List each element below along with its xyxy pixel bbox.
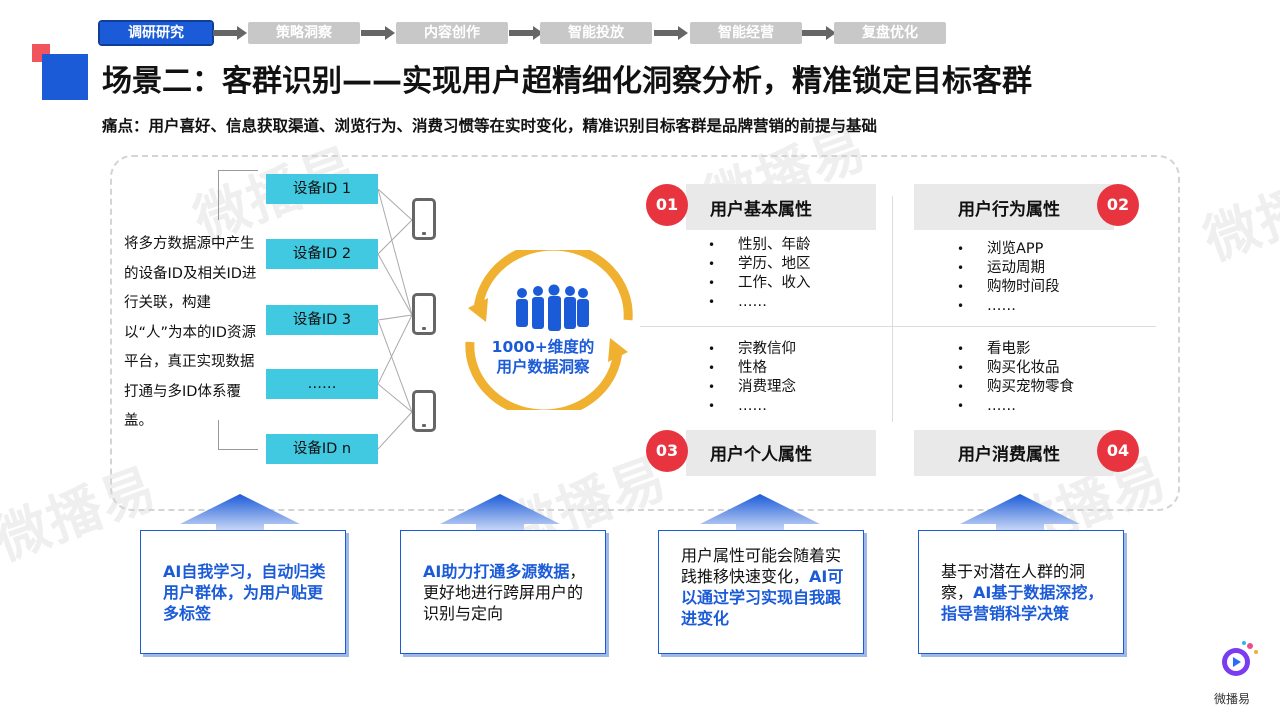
list-item: 看电影	[957, 340, 1074, 359]
up-arrow-icon	[700, 494, 820, 542]
user-group-icon	[516, 284, 589, 331]
center-label: 1000+维度的 用户数据洞察	[468, 337, 618, 377]
device-link-lines	[378, 188, 413, 450]
list-item: ……	[957, 397, 1074, 416]
quadrant-list: 浏览APP 运动周期 购物时间段 ……	[957, 240, 1060, 316]
quadrant-number-badge: 02	[1097, 184, 1139, 226]
list-item: 购买宠物零食	[957, 378, 1074, 397]
list-item: ……	[708, 293, 811, 312]
insight-card: 用户属性可能会随着实践推移快速变化，AI可以通过学习实现自我跟进变化	[658, 530, 864, 654]
quadrant-number-badge: 01	[646, 184, 688, 226]
card-highlight: AI基于数据深挖，指导营销科学决策	[941, 583, 1104, 623]
list-item: 浏览APP	[957, 240, 1060, 259]
device-id-box: 设备ID 2	[266, 239, 378, 269]
center-label-line: 用户数据洞察	[496, 358, 590, 376]
insight-card: AI助力打通多源数据，更好地进行跨屏用户的识别与定向	[400, 530, 606, 654]
insight-card: AI自我学习，自动归类用户群体，为用户贴更多标签	[140, 530, 346, 654]
pain-point: 痛点：用户喜好、信息获取渠道、浏览行为、消费习惯等在实时变化，精准识别目标客群是…	[102, 117, 878, 135]
list-item: 宗教信仰	[708, 340, 796, 359]
card-text: 用户属性可能会随着实践推移快速变化，	[681, 546, 842, 586]
quadrant-list: 看电影 购买化妆品 购买宠物零食 ……	[957, 340, 1074, 416]
phone-icon	[412, 390, 436, 432]
card-highlight: AI自我学习，自动归类用户群体，为用户贴更多标签	[163, 562, 326, 623]
center-label-line: 1000+维度的	[491, 338, 595, 356]
list-item: 性别、年龄	[708, 236, 810, 255]
insight-card: 基于对潜在人群的洞察，AI基于数据深挖，指导营销科学决策	[918, 530, 1124, 654]
list-item: 运动周期	[957, 259, 1060, 278]
quadrant-number-badge: 03	[646, 430, 688, 472]
device-id-box: 设备ID 1	[266, 174, 378, 204]
list-item: ……	[708, 397, 796, 416]
step-arrow-icon	[509, 26, 543, 40]
bracket-line	[218, 420, 219, 450]
phone-icon	[412, 198, 436, 240]
phone-icon	[412, 293, 436, 335]
step-delivery[interactable]: 智能投放	[540, 22, 652, 44]
id-description: 将多方数据源中产生的设备ID及相关ID进行关联，构建以“人”为本的ID资源平台，…	[124, 236, 257, 429]
quadrant-title: 用户消费属性	[958, 445, 1060, 465]
list-item: 购买化妆品	[957, 359, 1074, 378]
quadrant-divider	[640, 326, 1156, 327]
quadrant-title-band	[914, 430, 1114, 476]
cycle-arrows-icon	[465, 250, 633, 410]
quadrant-title-band	[914, 184, 1114, 230]
device-id-box: ……	[266, 369, 378, 399]
quadrant-divider	[892, 196, 893, 422]
quadrant-title: 用户行为属性	[958, 200, 1060, 220]
title-decor-blue	[42, 54, 88, 100]
up-arrow-icon	[960, 494, 1080, 542]
page-title: 场景二：客群识别——实现用户超精细化洞察分析，精准锁定目标客群	[102, 64, 1032, 99]
list-item: 性格	[708, 359, 796, 378]
device-id-box: 设备ID n	[266, 434, 378, 464]
step-strategy[interactable]: 策略洞察	[248, 22, 360, 44]
weiboyi-logo-icon	[1222, 641, 1258, 676]
step-arrow-icon	[361, 26, 395, 40]
quadrant-title: 用户基本属性	[710, 200, 812, 220]
card-highlight: AI可以通过学习实现自我跟进变化	[681, 567, 844, 628]
step-arrow-icon	[654, 26, 688, 40]
up-arrow-icon	[180, 494, 300, 542]
card-highlight: AI助力打通多源数据	[423, 562, 570, 581]
quadrant-list: 性别、年龄 学历、地区 工作、收入 ……	[708, 236, 811, 312]
quadrant-title-band	[686, 184, 876, 230]
list-item: ……	[957, 297, 1060, 316]
up-arrow-icon	[440, 494, 560, 542]
bracket-line	[218, 170, 219, 220]
quadrant-list: 宗教信仰 性格 消费理念 ……	[708, 340, 796, 416]
step-arrow-icon	[213, 26, 247, 40]
bracket-line	[218, 449, 258, 450]
list-item: 学历、地区	[708, 255, 810, 274]
step-content[interactable]: 内容创作	[396, 22, 508, 44]
card-text: ，更好地进行跨屏用户的识别与定向	[423, 562, 586, 623]
watermark: 微播易	[1196, 155, 1280, 273]
step-review[interactable]: 复盘优化	[834, 22, 946, 44]
list-item: 购物时间段	[957, 278, 1059, 297]
quadrant-number-badge: 04	[1097, 430, 1139, 472]
card-text: 基于对潜在人群的洞察，	[941, 562, 1086, 602]
list-item: 工作、收入	[708, 274, 810, 293]
step-research[interactable]: 调研研究	[98, 20, 214, 46]
bracket-line	[218, 170, 258, 171]
list-item: 消费理念	[708, 378, 796, 397]
step-operation[interactable]: 智能经营	[690, 22, 802, 44]
logo-text: 微播易	[1214, 692, 1251, 706]
quadrant-title-band	[686, 430, 876, 476]
step-arrow-icon	[802, 26, 836, 40]
device-id-box: 设备ID 3	[266, 305, 378, 335]
main-panel	[110, 155, 1180, 511]
quadrant-title: 用户个人属性	[710, 445, 812, 465]
